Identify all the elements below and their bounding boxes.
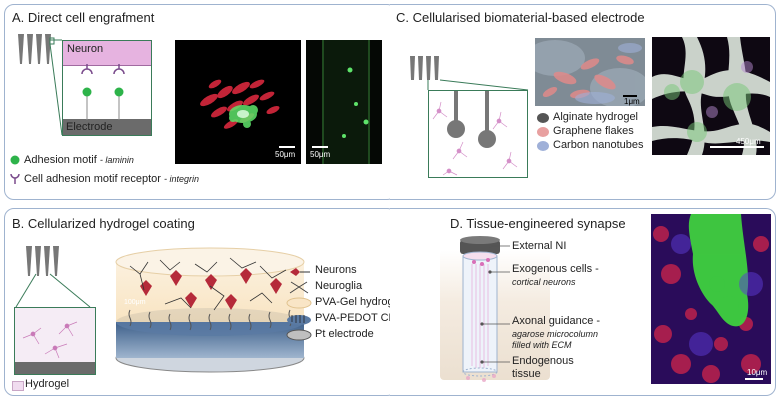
graphene-label: Graphene flakes [553,125,634,137]
panel-c-title: C. Cellularised biomaterial-based electr… [396,10,645,25]
scale-label-b: 100μm [124,299,146,306]
engraft-micrograph-2: 50μm [306,40,382,164]
probe-array-icon-c [410,56,439,80]
legend-neurons: Neurons [315,264,357,276]
scale-bar-a2 [312,146,328,148]
panel-a-title: A. Direct cell engrafment [12,10,155,25]
zoom-lines-c [427,79,529,91]
scale-label-a2: 50μm [310,150,331,159]
cell-cluster [200,79,280,129]
cnt-swatch [537,141,549,151]
scale-bar-a1 [279,146,295,148]
scale-label-a1: 50μm [275,150,296,159]
engraft-micrograph-1: 50μm [175,40,301,164]
scale-label-sem: 1μm [624,97,640,106]
hydrogel-label: Hydrogel [25,378,70,390]
label-endogenous-2: tissue [512,368,541,380]
confocal-image-d: 10μm [651,214,771,384]
engraft-schematic [62,40,152,136]
alginate-swatch [537,113,549,123]
probe-array-icon-b [26,246,59,276]
microcolumn-construct [460,236,500,382]
label-axonal-sub1: agarose microcolumn [512,329,599,339]
adhesion-motif-label: Adhesion motif - laminin [24,154,134,166]
zoom-lines-b [15,273,91,308]
panel-d-title: D. Tissue-engineered synapse [450,216,626,231]
confocal-image-c: 450μm [652,37,770,155]
scale-bar-conf [710,146,764,148]
hydrogel-schematic [14,307,96,375]
electrode-layer [63,119,151,135]
electrode-channel [322,40,370,164]
green-dot-icon [10,155,20,165]
legend-pva-gel: PVA-Gel hydrogel [315,296,403,308]
panel-b-title: B. Cellularized hydrogel coating [12,216,195,231]
neuroglia-icon [289,281,309,294]
layered-coating-disk: 100μm [115,247,305,373]
cnt-label: Carbon nanotubes [553,139,644,151]
pva-pedot-icon [287,315,311,325]
zoom-lines [49,39,63,136]
label-axonal: Axonal guidance - [512,315,601,327]
scale-label-d: 10μm [747,368,768,377]
legend-pva-pedot: PVA-PEDOT CH [315,312,397,324]
sem-micrograph: 1μm [535,38,645,106]
probe-array-icon [18,34,55,64]
hydrogel-electrode-base [15,362,95,374]
glial-cells [432,91,518,176]
scale-bar-d [745,378,763,380]
graphene-swatch [537,127,549,137]
adhesion-pins [81,64,125,120]
pva-gel-icon [286,297,312,309]
scale-label-conf: 450μm [736,137,761,146]
cellularised-electrode-schematic [428,90,528,178]
neuron-layer [63,41,151,66]
label-external-ni: External NI [512,240,567,252]
receptor-label: Cell adhesion motif receptor - integrin [24,173,200,185]
legend-neuroglia: Neuroglia [315,280,363,292]
neuron-label: Neuron [67,43,104,55]
alginate-label: Alginate hydrogel [553,111,639,123]
label-axonal-sub2: filled with ECM [512,340,572,350]
label-exogenous: Exogenous cells - [512,263,599,275]
legend-pt-electrode: Pt electrode [315,328,374,340]
label-endogenous-1: Endogenous [512,355,574,367]
synapse-fluorescence [653,214,769,383]
green-spots [342,67,369,138]
receptor-y-icon [10,173,20,184]
scaffold-network [652,37,770,155]
label-exogenous-sub: cortical neurons [512,277,576,287]
neuron-icon [290,268,310,276]
pt-electrode-icon [286,329,312,341]
electrode-label: Electrode [66,121,113,133]
hydrogel-neurons [22,321,78,359]
scale-bar-sem [623,95,637,97]
annotation-leaders [480,244,510,364]
hydrogel-swatch [12,381,24,391]
